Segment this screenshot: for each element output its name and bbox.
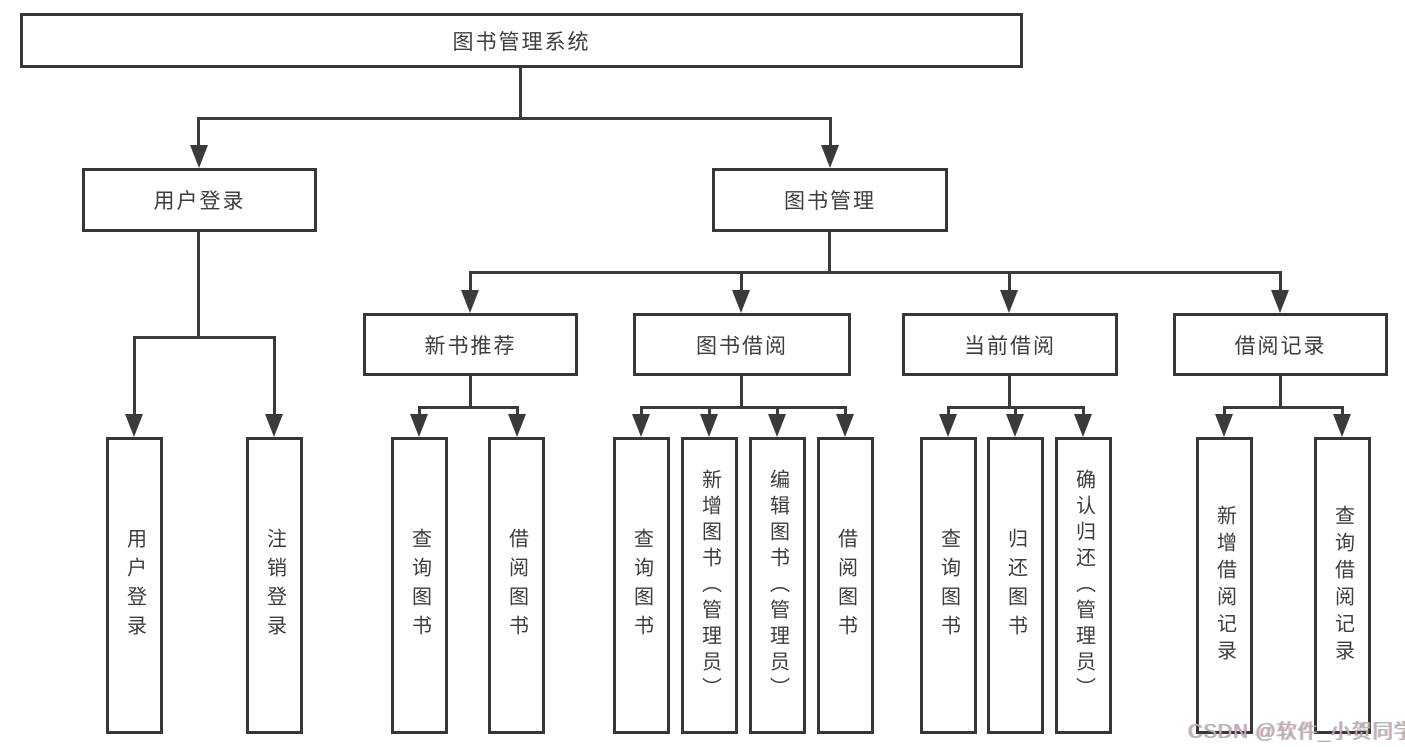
- node-borrow-record: 借阅记录: [1173, 313, 1388, 376]
- leaf-current-query-books-label: 查询图书: [937, 527, 960, 644]
- leaf-return-books-label: 归还图书: [1004, 527, 1027, 644]
- arrow-down-icon: [700, 414, 718, 437]
- leaf-borrow-query-books-label: 查询图书: [630, 527, 653, 644]
- arrow-down-icon: [508, 414, 526, 437]
- node-book-management: 图书管理: [712, 168, 948, 232]
- leaf-logout: 注销登录: [246, 437, 303, 734]
- arrow-down-icon: [265, 414, 283, 437]
- node-new-book-recommend: 新书推荐: [363, 313, 578, 376]
- leaf-user-login-label: 用户登录: [123, 527, 146, 644]
- arrow-down-icon: [1271, 290, 1289, 313]
- arrow-down-icon: [1215, 414, 1233, 437]
- leaf-newbook-query-books-label: 查询图书: [408, 527, 431, 644]
- arrow-down-icon: [125, 414, 143, 437]
- arrow-down-icon: [410, 414, 428, 437]
- arrow-down-icon: [836, 414, 854, 437]
- connector-line: [516, 406, 519, 416]
- arrow-down-icon: [1333, 414, 1351, 437]
- connector-line: [828, 232, 831, 273]
- connector-line: [418, 406, 421, 416]
- connector-line: [708, 406, 711, 416]
- arrow-down-icon: [1006, 414, 1024, 437]
- connector-line: [469, 376, 472, 409]
- leaf-borrow-borrow-books-label: 借阅图书: [834, 527, 857, 644]
- node-current-borrow: 当前借阅: [902, 313, 1118, 376]
- leaf-edit-books-admin: 编辑图书（管理员）: [749, 437, 806, 734]
- leaf-borrow-query-books: 查询图书: [613, 437, 670, 734]
- connector-line: [1008, 376, 1011, 409]
- connector-line: [273, 336, 276, 416]
- connector-line: [740, 376, 743, 409]
- connector-line: [1279, 376, 1282, 409]
- connector-line: [197, 232, 200, 339]
- connector-line: [776, 406, 779, 416]
- leaf-current-query-books: 查询图书: [920, 437, 977, 734]
- arrow-down-icon: [821, 145, 839, 168]
- connector-line: [844, 406, 847, 416]
- leaf-newbook-query-books: 查询图书: [391, 437, 448, 734]
- leaf-add-borrow-record: 新增借阅记录: [1196, 437, 1253, 734]
- connector-line: [197, 117, 200, 147]
- leaf-query-borrow-record: 查询借阅记录: [1314, 437, 1371, 734]
- arrow-down-icon: [632, 414, 650, 437]
- arrow-down-icon: [190, 145, 208, 168]
- connector-line: [1223, 406, 1344, 409]
- connector-line: [133, 336, 136, 416]
- leaf-borrow-borrow-books: 借阅图书: [817, 437, 874, 734]
- leaf-query-borrow-record-label: 查询借阅记录: [1331, 504, 1354, 667]
- csdn-watermark: CSDN @软件_小贺同学: [1188, 721, 1405, 743]
- leaf-newbook-borrow-books-label: 借阅图书: [505, 527, 528, 644]
- connector-line: [740, 271, 743, 293]
- connector-line: [1014, 406, 1017, 416]
- connector-line: [1341, 406, 1344, 416]
- connector-line: [469, 271, 472, 293]
- connector-line: [829, 117, 832, 147]
- connector-line: [519, 68, 522, 120]
- connector-line: [1223, 406, 1226, 416]
- node-root: 图书管理系统: [20, 13, 1023, 68]
- leaf-add-books-admin-label: 新增图书（管理员）: [698, 468, 721, 703]
- connector-line: [1008, 271, 1011, 293]
- node-user-login: 用户登录: [82, 168, 317, 232]
- leaf-logout-label: 注销登录: [263, 527, 286, 644]
- arrow-down-icon: [1074, 414, 1092, 437]
- leaf-add-books-admin: 新增图书（管理员）: [681, 437, 738, 734]
- connector-line: [418, 406, 519, 409]
- arrow-down-icon: [939, 414, 957, 437]
- arrow-down-icon: [461, 290, 479, 313]
- connector-line: [640, 406, 643, 416]
- leaf-confirm-return-admin-label: 确认归还（管理员）: [1072, 468, 1095, 703]
- arrow-down-icon: [768, 414, 786, 437]
- arrow-down-icon: [1000, 290, 1018, 313]
- connector-line: [1082, 406, 1085, 416]
- connector-line: [1279, 271, 1282, 293]
- leaf-confirm-return-admin: 确认归还（管理员）: [1055, 437, 1112, 734]
- arrow-down-icon: [732, 290, 750, 313]
- node-book-borrow: 图书借阅: [633, 313, 851, 376]
- connector-line: [197, 117, 832, 120]
- connector-line: [947, 406, 950, 416]
- leaf-user-login: 用户登录: [106, 437, 163, 734]
- leaf-newbook-borrow-books: 借阅图书: [488, 437, 545, 734]
- leaf-add-borrow-record-label: 新增借阅记录: [1213, 504, 1236, 667]
- connector-line: [133, 336, 276, 339]
- leaf-edit-books-admin-label: 编辑图书（管理员）: [766, 468, 789, 703]
- connector-line: [469, 271, 1282, 274]
- connector-line: [640, 406, 847, 409]
- leaf-return-books: 归还图书: [987, 437, 1044, 734]
